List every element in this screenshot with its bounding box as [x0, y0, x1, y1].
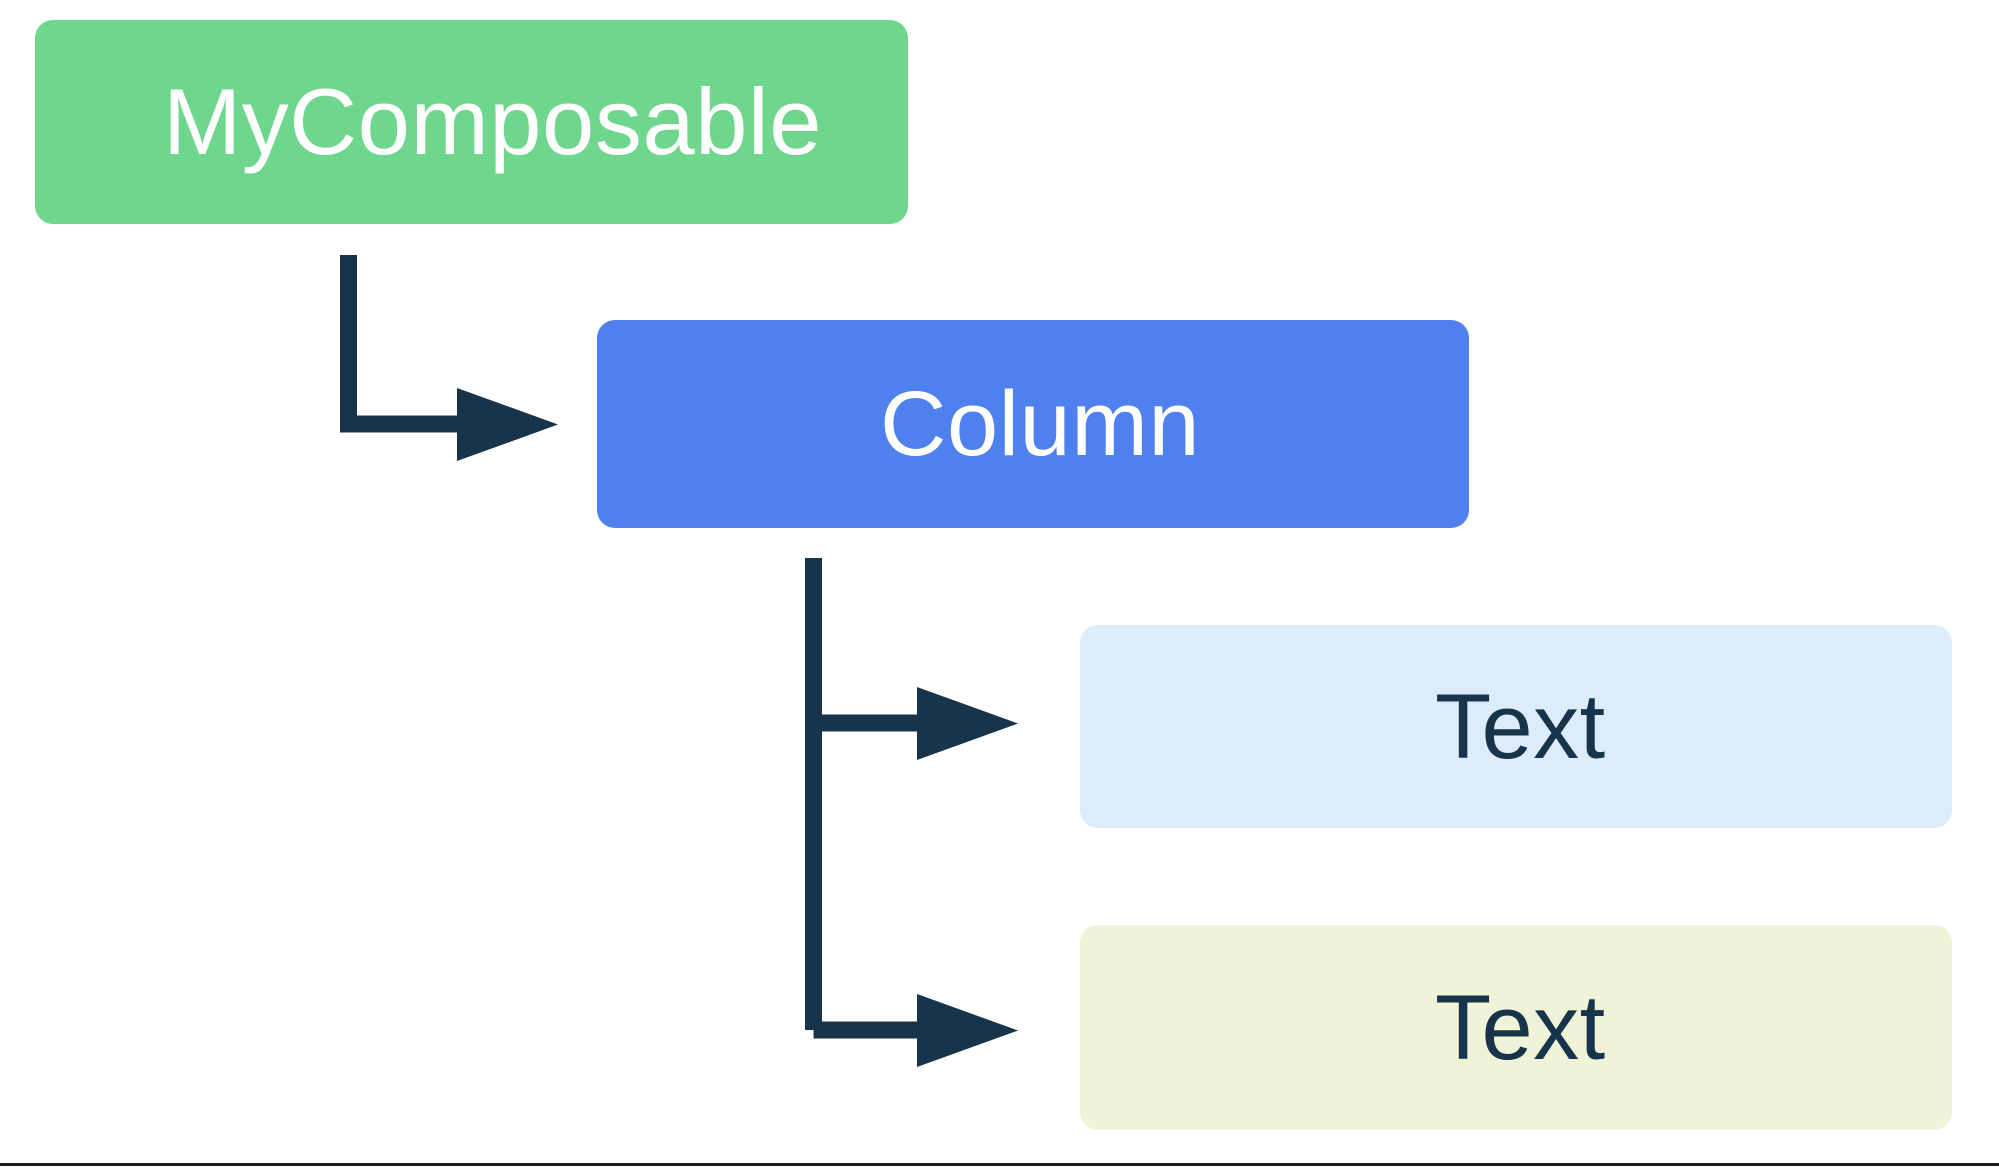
node-text-second-label: Text: [1435, 976, 1606, 1079]
edge-root-to-column-arrowhead: [457, 388, 558, 461]
node-column[interactable]: Column: [597, 320, 1469, 528]
node-mycomposable-label: MyComposable: [163, 69, 823, 174]
edge-column-to-text-1: [805, 558, 1018, 1030]
node-text-second[interactable]: Text: [1080, 925, 1952, 1130]
edge-column-to-text-1-arrowhead: [917, 687, 1018, 760]
node-column-label: Column: [880, 373, 1201, 475]
edge-column-to-text-2: [813, 994, 1018, 1067]
edge-column-to-text-2-arrowhead: [917, 994, 1018, 1067]
node-text-first[interactable]: Text: [1080, 625, 1952, 828]
edge-root-to-column: [340, 255, 558, 461]
bottom-divider: [0, 1163, 1999, 1166]
node-text-first-label: Text: [1435, 675, 1606, 778]
node-mycomposable[interactable]: MyComposable: [35, 20, 908, 224]
edge-root-to-column-line: [340, 255, 462, 433]
